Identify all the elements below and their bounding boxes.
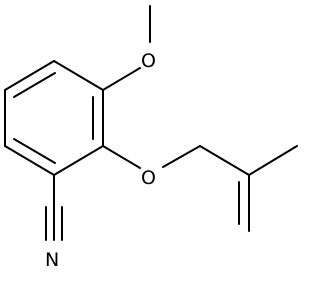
bond-alkene-to-methyl (248, 145, 298, 176)
nitrile-nitrogen-label: N (45, 249, 59, 271)
ring-bond-top-right (53, 60, 104, 91)
bond-ether-oxygen-to-ch2 (162, 145, 201, 168)
ring-bond-bottom-right (53, 145, 104, 176)
bond-ch2-to-alkene-carbon (199, 145, 250, 176)
ring-bond-bottom-left (4, 145, 55, 176)
methoxy-group: O (102, 5, 156, 91)
molecule-drawing: O O N (4, 5, 298, 271)
ring-bond-top-left-inner (13, 72, 56, 98)
bond-ring-to-ether-oxygen (102, 145, 141, 169)
ether-oxygen-label: O (141, 167, 156, 189)
ring-bond-top-left (4, 60, 55, 91)
methallyl-ether-group: O (102, 145, 298, 232)
nitrile-group: N (45, 174, 63, 271)
structure-canvas: O O N (4, 5, 298, 271)
ring-bond-bottom-left-inner (13, 138, 56, 164)
benzene-ring (4, 60, 104, 176)
methoxy-oxygen-label: O (141, 50, 156, 72)
bond-ring-to-methoxy-oxygen (102, 67, 141, 91)
